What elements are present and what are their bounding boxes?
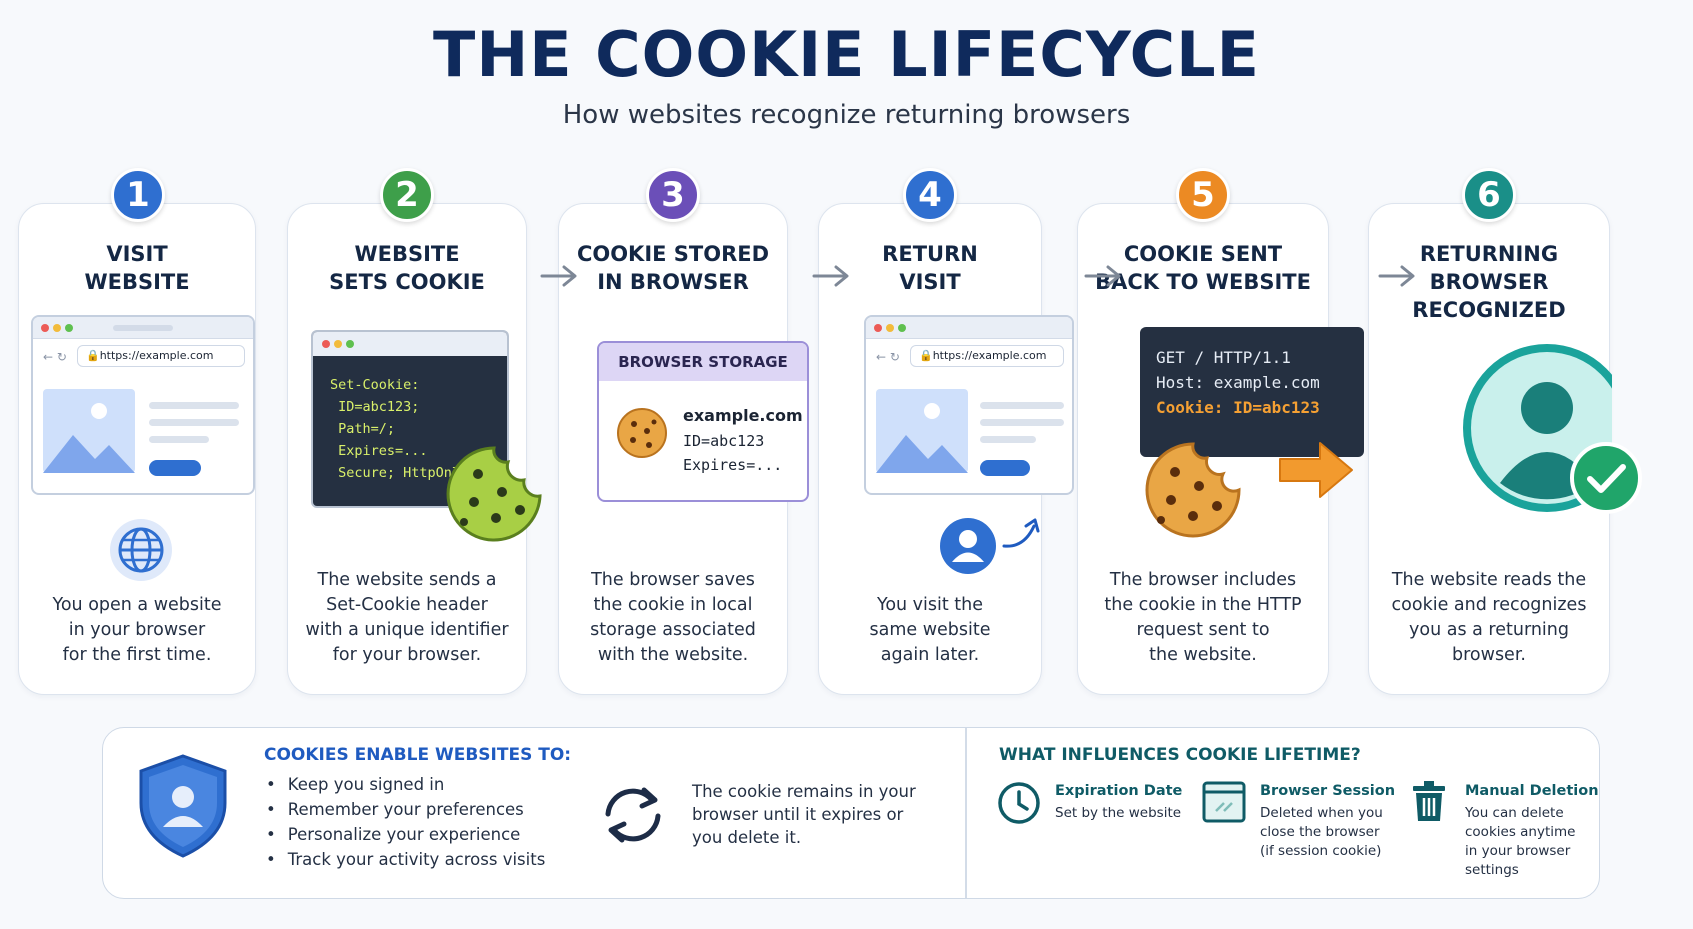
url-text: https://example.com xyxy=(932,349,1047,362)
step-description-5: The browser includes the cookie in the H… xyxy=(1104,570,1302,665)
arrow-right-icon xyxy=(1084,265,1121,287)
step-number-badge-1: 1 xyxy=(111,168,165,222)
code-line: Set-Cookie: xyxy=(330,377,420,393)
image-placeholder-icon xyxy=(876,389,968,473)
step-description-1: You open a website in your browser for t… xyxy=(52,595,222,665)
code-line: Path=/; xyxy=(330,421,396,437)
browser-window-illustration: ← ↻ 🔒https://example.com xyxy=(31,315,255,495)
list-item: Remember your preferences xyxy=(266,797,545,822)
step-title-1: VISIT WEBSITE xyxy=(84,242,190,294)
list-item: Personalize your experience xyxy=(266,822,545,847)
influence-text: You can delete cookies anytime in your b… xyxy=(1465,805,1576,878)
step-description-2: The website sends a Set-Cookie header wi… xyxy=(305,570,509,665)
checkmark-icon xyxy=(1570,442,1642,514)
cookie-remains-text: The cookie remains in your browser until… xyxy=(692,782,916,847)
list-item: Track your activity across visits xyxy=(266,847,546,872)
storage-expires: Expires=... xyxy=(683,456,783,474)
page-title: THE COOKIE LIFECYCLE xyxy=(433,18,1260,91)
step-title-4: RETURN VISIT xyxy=(882,242,978,294)
url-text: https://example.com xyxy=(99,349,214,362)
enable-list: Keep you signed in Remember your prefere… xyxy=(266,772,546,872)
arrow-right-icon xyxy=(812,265,849,287)
cookie-icon xyxy=(446,446,542,542)
request-line: GET / HTTP/1.1 xyxy=(1156,348,1291,367)
list-item: Keep you signed in xyxy=(266,772,545,797)
http-request-window: GET / HTTP/1.1 Host: example.com Cookie:… xyxy=(1140,327,1364,457)
step-description-6: The website reads the cookie and recogni… xyxy=(1391,570,1587,665)
influence-text: Deleted when you close the browser (if s… xyxy=(1260,805,1383,859)
send-arrow-icon xyxy=(1279,442,1353,498)
arrow-right-icon xyxy=(1378,265,1415,287)
trash-icon xyxy=(1413,781,1445,821)
step-title-3: COOKIE STORED IN BROWSER xyxy=(576,242,770,294)
lifetime-heading: WHAT INFLUENCES COOKIE LIFETIME? xyxy=(999,745,1361,765)
code-line: ID=abc123; xyxy=(330,399,420,415)
arrow-right-icon xyxy=(540,265,577,287)
storage-domain: example.com xyxy=(683,406,803,425)
request-cookie: Cookie: ID=abc123 xyxy=(1156,398,1320,417)
enable-heading: COOKIES ENABLE WEBSITES TO: xyxy=(264,745,572,765)
request-host: Host: example.com xyxy=(1156,373,1320,392)
step-number-badge-4: 4 xyxy=(903,168,957,222)
influence-title: Browser Session xyxy=(1260,783,1396,799)
step-description-3: The browser saves the cookie in local st… xyxy=(590,570,756,665)
browser-window-icon xyxy=(1202,781,1246,823)
influence-title: Expiration Date xyxy=(1055,783,1183,799)
cookie-icon xyxy=(1145,442,1241,538)
storage-id: ID=abc123 xyxy=(683,432,765,450)
address-bar: 🔒https://example.com xyxy=(910,345,1064,367)
return-arrow-icon xyxy=(1002,518,1040,548)
browser-storage-panel: BROWSER STORAGE example.com ID=abc123 Ex… xyxy=(597,341,809,502)
refresh-cycle-icon xyxy=(605,787,661,843)
panel-divider xyxy=(965,728,967,898)
set-cookie-code-window: Set-Cookie: ID=abc123; Path=/; Expires=.… xyxy=(311,330,509,508)
globe-icon xyxy=(110,519,172,581)
shield-user-icon xyxy=(139,754,227,858)
step-title-2: WEBSITE SETS COOKIE xyxy=(329,242,485,294)
influence-text: Set by the website xyxy=(1055,805,1182,821)
step-number-badge-3: 3 xyxy=(646,168,700,222)
code-line: Expires=... xyxy=(330,443,428,459)
step-number-badge-2: 2 xyxy=(380,168,434,222)
step-title-5: COOKIE SENT BACK TO WEBSITE xyxy=(1095,242,1311,294)
step-title-6: RETURNING BROWSER RECOGNIZED xyxy=(1412,242,1566,322)
step-number-badge-5: 5 xyxy=(1176,168,1230,222)
step-number-badge-6: 6 xyxy=(1462,168,1516,222)
address-bar: 🔒https://example.com xyxy=(77,345,245,367)
image-placeholder-icon xyxy=(43,389,135,473)
influence-title: Manual Deletion xyxy=(1465,783,1599,799)
cookie-icon xyxy=(617,408,667,458)
browser-window-illustration: ← ↻ 🔒https://example.com xyxy=(864,315,1074,495)
bottom-info-panel: COOKIES ENABLE WEBSITES TO: Keep you sig… xyxy=(102,727,1600,899)
user-icon xyxy=(940,518,996,574)
step-description-4: You visit the same website again later. xyxy=(869,595,991,665)
page-subtitle: How websites recognize returning browser… xyxy=(562,100,1131,130)
clock-icon xyxy=(998,782,1040,824)
storage-header: BROWSER STORAGE xyxy=(599,343,807,381)
